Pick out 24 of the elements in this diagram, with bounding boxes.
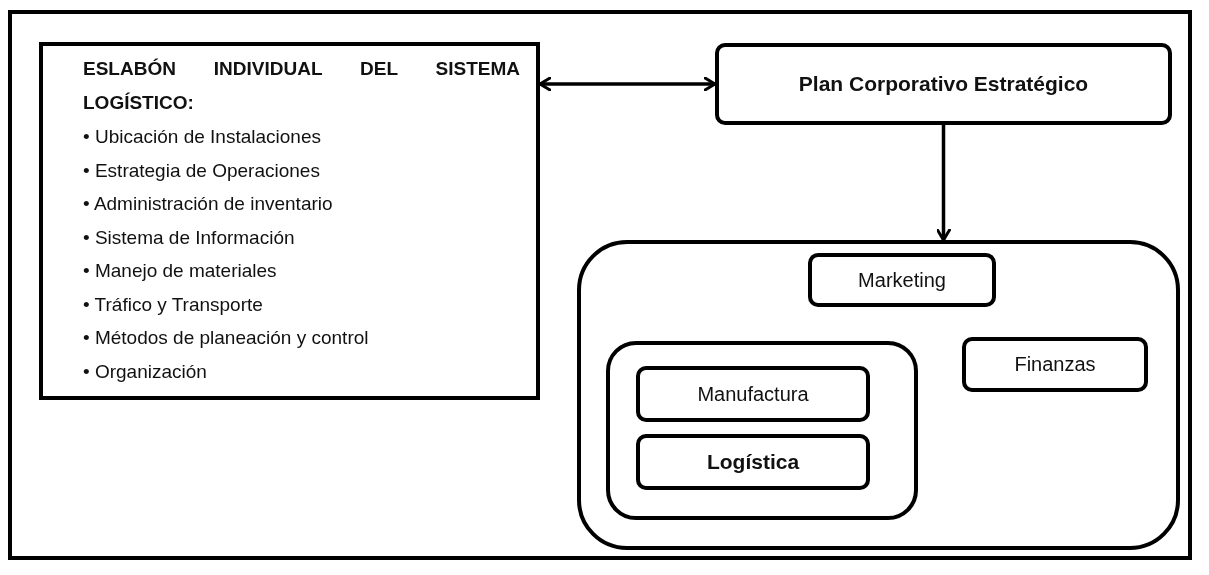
list-item: • Organización [83,359,208,384]
list-item: • Tráfico y Transporte [83,292,264,317]
group-box [577,240,1180,550]
box-label: Plan Corporativo Estratégico [798,72,1089,96]
group-box [606,341,918,520]
process-box [636,434,870,490]
arrow [538,76,717,92]
box-label: Manufactura [697,382,809,406]
arrow [936,125,951,242]
box-heading: ESLABÓN INDIVIDUAL DEL SISTEMA LOGÍSTICO: [83,57,520,115]
process-box [636,366,870,422]
process-box [808,253,996,307]
list-item: • Ubicación de Instalaciones [83,125,322,149]
list-item: • Sistema de Información [83,225,296,250]
box-label: Marketing [858,268,946,292]
list-item: • Métodos de planeación y control [83,326,370,350]
process-box [715,43,1172,125]
list-item: • Estrategia de Operaciones [83,158,321,183]
list-box [39,42,540,400]
box-label: Finanzas [1014,353,1096,376]
box-label: Logística [706,450,800,474]
list-item: • Administración de inventario [83,192,334,216]
process-box [962,337,1148,392]
list-item: • Manejo de materiales [83,259,278,283]
